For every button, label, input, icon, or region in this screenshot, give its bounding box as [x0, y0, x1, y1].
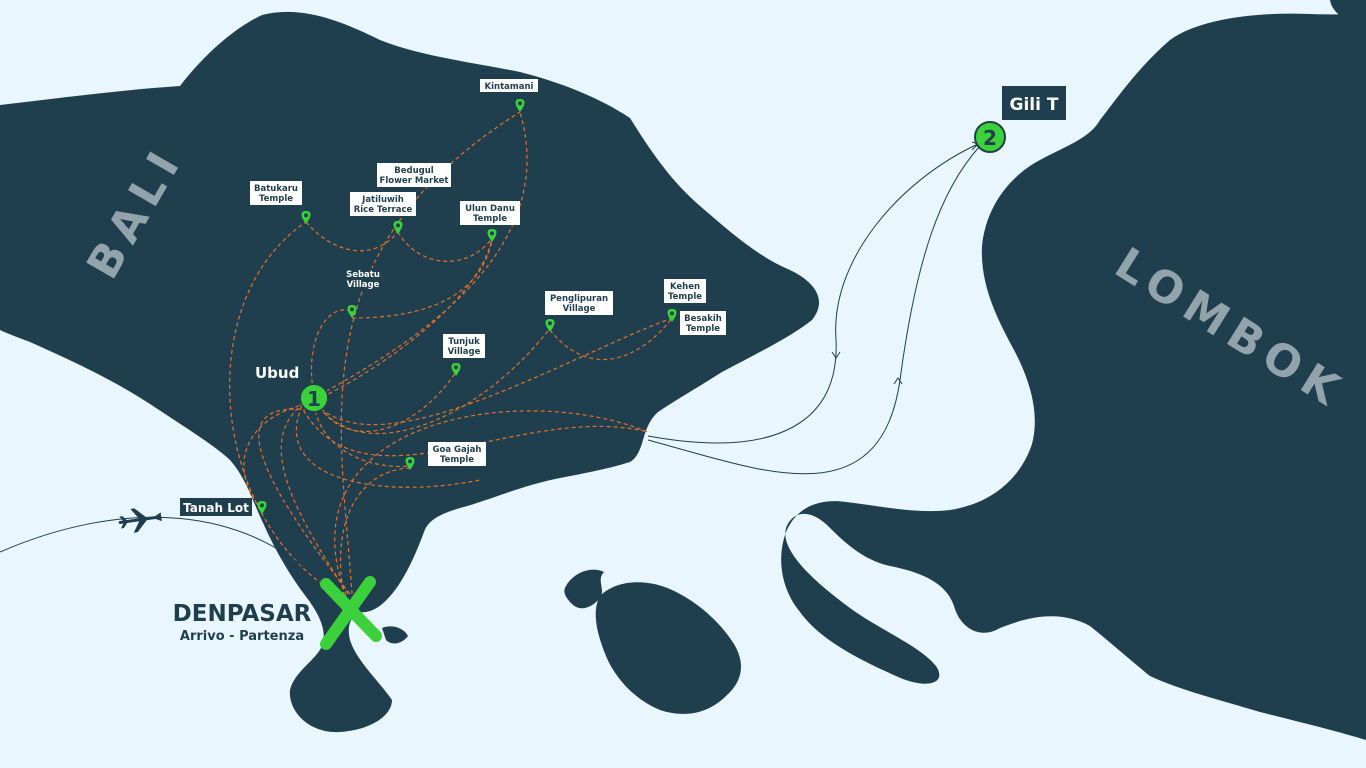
place-label: Jatiluwih: [361, 195, 404, 205]
place-label: Goa Gajah: [433, 445, 482, 455]
sea-routes: [0, 141, 981, 597]
arrow-head: [893, 377, 903, 385]
route-ubud-loop: [295, 405, 481, 488]
lombok-north-tip: [1330, 0, 1366, 30]
place-besakih[interactable]: Besakih Temple: [667, 309, 727, 335]
place-label: Batukaru: [254, 184, 298, 194]
hub-name: DENPASAR: [173, 601, 312, 627]
place-label: Besakih: [684, 314, 722, 324]
stop-number-badge: [974, 121, 1006, 153]
place-label: Ulun Danu: [465, 204, 515, 214]
place-bedugul[interactable]: Bedugul Flower Market: [377, 163, 451, 187]
ferry-route-back: [647, 145, 981, 475]
place-label: Temple: [686, 324, 720, 334]
route-denpasar-padangbai: [334, 410, 649, 597]
place-label: Village: [448, 347, 481, 357]
route-ubud-besakih: [315, 317, 673, 426]
stop-number-badge: [299, 383, 329, 413]
flight-route: [0, 516, 335, 597]
place-sebatu[interactable]: Sebatu Village: [342, 268, 384, 318]
place-label: Sebatu: [346, 270, 380, 280]
place-label: Penglipuran: [550, 294, 608, 304]
lombok-island: [781, 13, 1366, 740]
place-label: Temple: [473, 214, 507, 224]
stop-gili[interactable]: Gili T 2: [974, 86, 1066, 153]
place-label: Rice Terrace: [354, 205, 413, 215]
hub-denpasar[interactable]: DENPASAR Arrivo - Partenza: [173, 576, 382, 650]
place-label: Bedugul: [394, 166, 434, 176]
place-label: Village: [563, 304, 596, 314]
bali-island: [0, 11, 820, 733]
arrow-head: [831, 351, 841, 359]
airplane-icon: [118, 508, 162, 533]
stop-number: 2: [983, 126, 997, 150]
nusa-lembongan-island: [564, 569, 604, 609]
place-batukaru[interactable]: Batukaru Temple: [250, 181, 311, 224]
stop-name: Ubud: [255, 364, 299, 382]
place-ulundanu[interactable]: Ulun Danu Temple: [460, 201, 520, 242]
place-label: Kintamani: [485, 82, 534, 92]
route-denpasar-batukaru: [229, 221, 341, 597]
place-goagajah[interactable]: Goa Gajah Temple: [405, 442, 487, 470]
stop-ubud[interactable]: 1 Ubud: [255, 364, 329, 413]
place-tunjuk[interactable]: Tunjuk Village: [443, 334, 485, 376]
place-penglipuran[interactable]: Penglipuran Village: [545, 291, 613, 332]
nusa-penida-island: [595, 582, 741, 714]
place-label: Temple: [259, 194, 293, 204]
place-label: Tanah Lot: [183, 501, 249, 515]
route-penglipuran-besakih: [549, 317, 673, 361]
place-label: Tunjuk: [448, 337, 480, 347]
route-sebatu-ulundanu: [351, 239, 493, 319]
place-label: Temple: [440, 455, 474, 465]
place-label: Flower Market: [380, 176, 449, 186]
route-denpasar-ubud-b: [258, 408, 351, 595]
route-ubud-tanahlot: [243, 403, 307, 509]
ferry-route-out: [647, 143, 979, 444]
route-ubud-kintamani: [313, 111, 528, 399]
place-label: Temple: [668, 292, 702, 302]
route-batukaru-jatiluwih: [305, 221, 399, 252]
route-denpasar-goagajah: [340, 467, 411, 597]
route-ubud-penglipuran: [315, 327, 551, 435]
place-label: Village: [347, 280, 380, 290]
x-mark-icon: [320, 576, 382, 650]
stop-number: 1: [307, 387, 321, 411]
place-kehen[interactable]: Kehen Temple: [664, 279, 706, 303]
route-jatiluwih-ulundanu: [397, 231, 493, 262]
hub-subtitle: Arrivo - Partenza: [180, 629, 304, 644]
place-kintamani[interactable]: Kintamani: [480, 79, 538, 112]
stop-label-box: [1002, 86, 1066, 120]
place-tanahlot[interactable]: Tanah Lot: [180, 498, 267, 516]
serangan-islet: [382, 626, 408, 644]
stop-name: Gili T: [1010, 95, 1059, 115]
place-jatiluwih[interactable]: Jatiluwih Rice Terrace: [350, 192, 416, 234]
route-ubud-goagajah: [313, 403, 411, 468]
route-ubud-ulundanu: [315, 237, 493, 401]
place-label: Kehen: [670, 282, 700, 292]
land-masses: [0, 0, 1366, 740]
